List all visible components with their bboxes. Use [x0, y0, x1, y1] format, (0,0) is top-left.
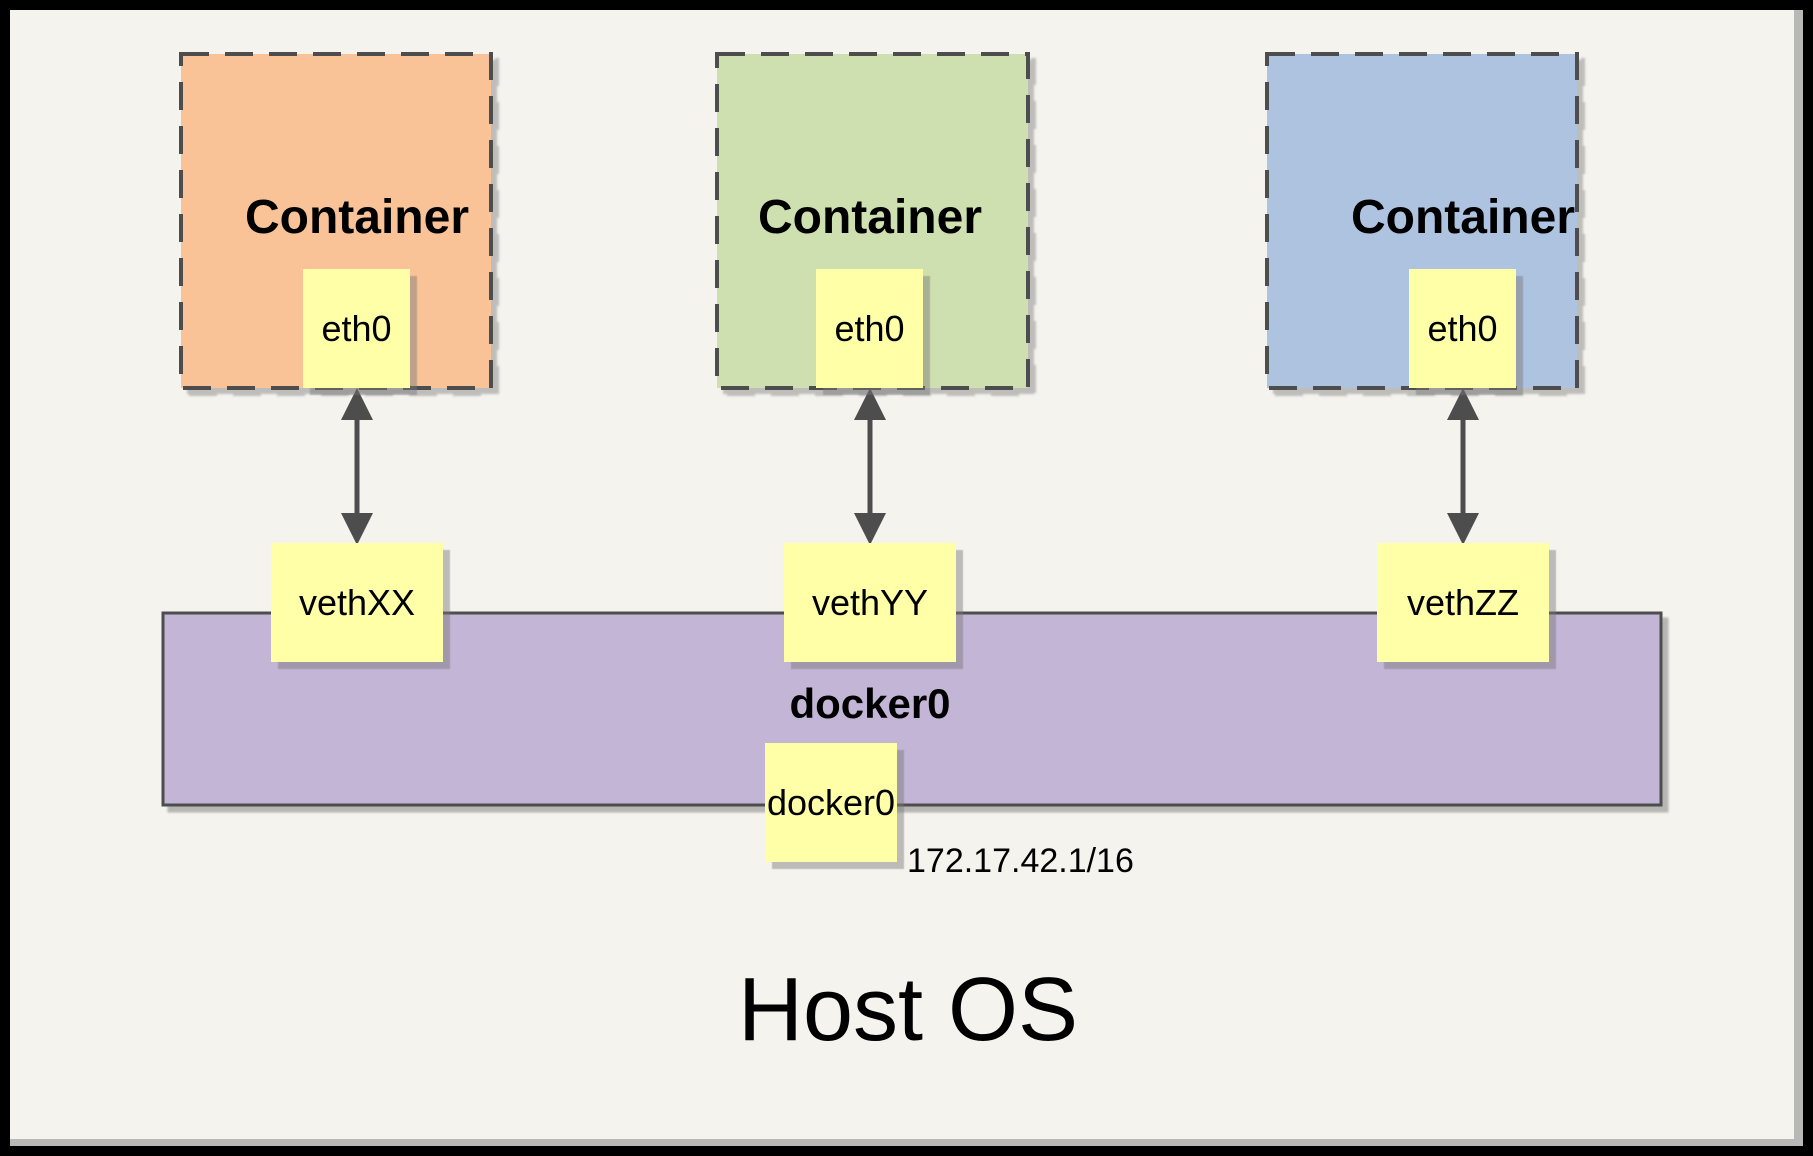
eth0-label-1: eth0 — [321, 307, 392, 349]
docker0-interface-box: docker0 — [765, 743, 897, 862]
eth0-box-2: eth0 — [816, 269, 923, 388]
docker0-bridge-label: docker0 — [789, 680, 951, 727]
veth-label-2: vethYY — [811, 581, 929, 623]
host-os-label: Host OS — [737, 960, 1079, 1060]
container-label-2: Container — [757, 191, 982, 244]
veth-box-3: vethZZ — [1377, 543, 1549, 662]
eth0-label-3: eth0 — [1427, 307, 1498, 349]
veth-box-2: vethYY — [784, 543, 956, 662]
docker0-interface-label: docker0 — [766, 781, 896, 823]
veth-arrow-3 — [1447, 388, 1479, 545]
veth-arrow-2 — [854, 388, 886, 545]
eth0-label-2: eth0 — [834, 307, 905, 349]
eth0-box-3: eth0 — [1409, 269, 1516, 388]
veth-box-1: vethXX — [271, 543, 443, 662]
container-label-3: Container — [1350, 191, 1575, 244]
container-label-1: Container — [244, 191, 469, 244]
eth0-box-1: eth0 — [303, 269, 410, 388]
veth-label-1: vethXX — [298, 581, 416, 623]
diagram-canvas: Container Container Container eth0 eth0 … — [10, 10, 1803, 1146]
bridge-ip-label: 172.17.42.1/16 — [907, 842, 1134, 880]
veth-arrow-1 — [341, 388, 373, 545]
veth-label-3: vethZZ — [1406, 581, 1520, 623]
